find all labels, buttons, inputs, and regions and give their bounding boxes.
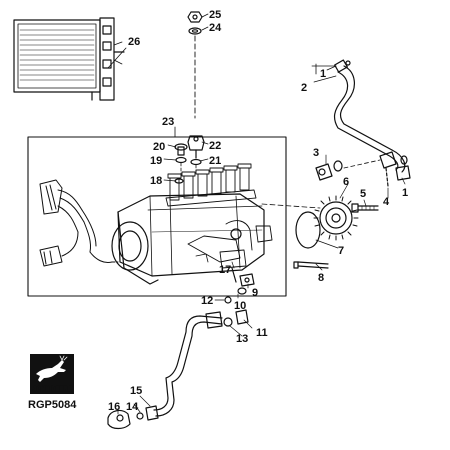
callout-2: 2	[301, 82, 307, 94]
callout-10: 10	[234, 300, 246, 312]
seal-part-6	[333, 160, 343, 172]
callout-labels: 1 2 3 4 5 6 1 7 8 9 10 11 12 13 14 15 16…	[108, 9, 408, 413]
wiring-harness	[39, 179, 119, 267]
fitting-part-1-lower	[395, 155, 411, 181]
callout-1-upper: 1	[320, 68, 326, 80]
o-ring-part-21	[190, 158, 202, 166]
connector-part-3	[315, 163, 333, 181]
callout-18: 18	[150, 175, 162, 187]
callout-20: 20	[153, 141, 165, 153]
nut-part-25	[187, 11, 203, 23]
bolt-part-5	[351, 203, 379, 213]
callout-8: 8	[318, 272, 324, 284]
callout-22: 22	[209, 140, 221, 152]
callout-4: 4	[383, 196, 390, 208]
deer-leaping-icon	[36, 355, 68, 382]
fitting-part-22	[187, 135, 205, 159]
seal-part-13	[223, 317, 233, 327]
cooler-assembly-part-26	[13, 17, 127, 101]
gasket-part-7	[295, 211, 321, 249]
callout-17: 17	[219, 264, 231, 276]
fitting-part-15-end	[145, 311, 223, 421]
callout-11: 11	[256, 327, 268, 339]
logo-wordmark: JOHN DEERE	[33, 387, 72, 393]
injection-pump-group-outline	[27, 136, 287, 297]
callout-12: 12	[201, 295, 213, 307]
injection-pump-body	[111, 193, 273, 285]
drive-gear-part-6	[313, 195, 359, 241]
o-ring-part-19	[175, 156, 187, 164]
return-line-part-15	[153, 315, 223, 417]
figure-reference-code: RGP5084	[28, 399, 77, 411]
callout-7: 7	[338, 245, 344, 257]
fitting-part-9	[239, 273, 255, 287]
solenoid-part-17	[219, 249, 247, 283]
callout-24: 24	[209, 22, 222, 34]
fuel-line-part-2	[333, 65, 406, 173]
callout-15: 15	[130, 385, 142, 397]
callout-6: 6	[343, 176, 349, 188]
callout-leaders	[117, 65, 406, 415]
banjo-fitting-part-16	[107, 409, 131, 430]
callout-14: 14	[126, 401, 139, 413]
delivery-valve-row	[165, 163, 257, 207]
valve-part-20	[174, 143, 188, 156]
pin-part-8	[293, 261, 329, 269]
callout-13: 13	[236, 333, 248, 345]
callout-21: 21	[209, 155, 221, 167]
callout-26: 26	[128, 36, 140, 48]
john-deere-logo: JOHN DEERE	[30, 354, 74, 394]
callout-16: 16	[108, 401, 120, 413]
callout-3: 3	[313, 147, 319, 159]
callout-25: 25	[209, 9, 221, 21]
banjo-part-4	[379, 151, 397, 187]
callout-23: 23	[162, 116, 174, 128]
o-ring-part-12	[224, 296, 232, 304]
adapter-part-11	[235, 309, 249, 325]
seal-part-14	[136, 412, 144, 420]
callout-5: 5	[360, 188, 366, 200]
washer-part-24	[188, 27, 202, 35]
fitting-part-1-upper	[334, 59, 351, 73]
callout-1-lower: 1	[402, 187, 408, 199]
callout-19: 19	[150, 155, 162, 167]
callout-9: 9	[252, 287, 258, 299]
washer-part-10	[237, 287, 247, 295]
